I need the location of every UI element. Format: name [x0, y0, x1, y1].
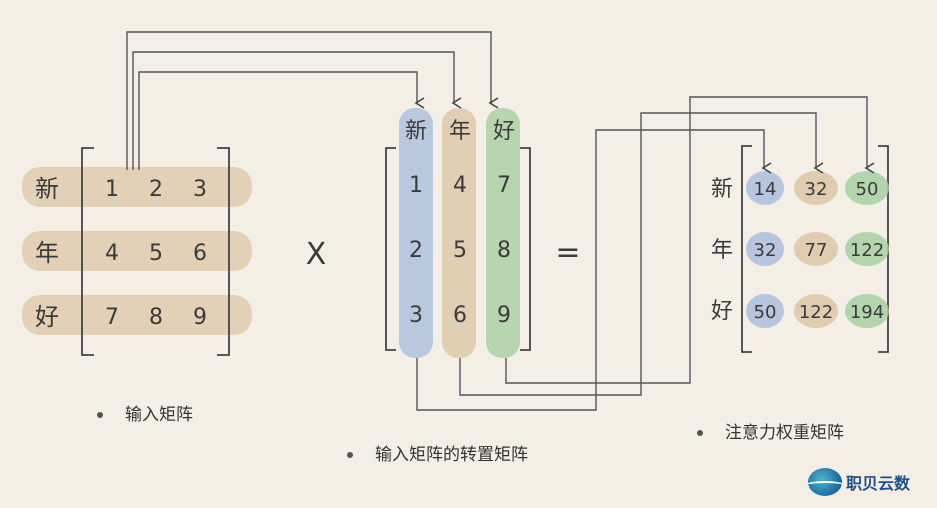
- input-row-label-3: 好: [35, 303, 59, 331]
- input-matrix-right-bracket: [217, 147, 230, 356]
- attention-cell: 14: [754, 179, 777, 200]
- attention-matrix-caption: 注意力权重矩阵: [697, 418, 844, 443]
- input-row-label-2: 年: [35, 239, 59, 267]
- attention-cell: 32: [754, 240, 777, 261]
- attention-cell-blob: [746, 171, 784, 205]
- transpose-cell: 8: [497, 238, 511, 263]
- attention-cell-blob: [794, 294, 838, 328]
- transpose-col-label-3: 好: [493, 119, 515, 144]
- input-cell: 4: [105, 241, 119, 266]
- transpose-cell: 2: [409, 238, 423, 263]
- transpose-cell: 1: [409, 173, 423, 198]
- attention-cell-blob: [845, 171, 889, 205]
- connector-col2-to-att2: [459, 112, 824, 396]
- transpose-col-label-2: 年: [449, 119, 471, 144]
- transpose-col-band-2: [442, 108, 476, 358]
- input-cell: 6: [193, 241, 207, 266]
- attention-cell: 194: [850, 302, 884, 323]
- transpose-cell: 4: [453, 173, 467, 198]
- attention-matrix-caption-text: 注意力权重矩阵: [725, 423, 844, 443]
- attention-cell: 122: [850, 240, 884, 261]
- transpose-col-label-1: 新: [405, 119, 427, 144]
- attention-cell: 50: [856, 179, 879, 200]
- transpose-cell: 3: [409, 303, 423, 328]
- input-cell: 8: [149, 305, 163, 330]
- bullet-icon: [97, 412, 103, 418]
- attention-cell-blob: [845, 294, 889, 328]
- input-cell: 3: [193, 177, 207, 202]
- attention-cell-blob: [794, 232, 838, 266]
- input-matrix: 新 年 好 1 2 3 4 5 6 7 8 9: [22, 147, 252, 356]
- connector-row2-to-col2: [132, 51, 462, 170]
- input-row-band-3: [22, 295, 252, 335]
- multiply-operator: X: [306, 237, 327, 272]
- attention-cell-blob: [746, 294, 784, 328]
- bullet-icon: [347, 452, 353, 458]
- attention-matrix: 新 年 好 14 32 50 32 77 122 50 122 194: [711, 145, 889, 353]
- transpose-cell: 6: [453, 303, 467, 328]
- transpose-to-attention-connectors: [416, 96, 875, 411]
- connector-row3-to-col3: [126, 31, 499, 170]
- input-row-label-1: 新: [35, 175, 59, 203]
- input-matrix-caption: 输入矩阵: [97, 400, 193, 425]
- attention-row-label-2: 年: [711, 238, 733, 263]
- connector-col1-to-att1: [416, 129, 772, 411]
- transpose-matrix: 新 年 好 1 2 3 4 5 6 7 8 9: [385, 108, 531, 358]
- attention-cell: 50: [754, 302, 777, 323]
- transpose-cell: 5: [453, 238, 467, 263]
- logo-text: 职贝云数: [846, 474, 911, 493]
- transpose-col-band-1: [399, 108, 433, 358]
- transpose-cell: 7: [497, 173, 511, 198]
- equals-operator: =: [555, 235, 580, 270]
- attention-cell: 122: [799, 302, 833, 323]
- brand-logo: 职贝云数: [808, 466, 910, 498]
- input-cell: 5: [149, 241, 163, 266]
- attention-cell: 77: [805, 240, 828, 261]
- transpose-col-band-3: [486, 108, 520, 358]
- attention-row-label-3: 好: [711, 299, 733, 324]
- logo-wave-icon: [808, 468, 842, 496]
- attention-cell-blob: [794, 171, 838, 205]
- attention-row-label-1: 新: [711, 177, 733, 202]
- connector-col3-to-att3: [505, 96, 875, 384]
- bullet-icon: [697, 430, 703, 436]
- input-cell: 9: [193, 305, 207, 330]
- attention-cell-blob: [746, 232, 784, 266]
- transpose-matrix-caption: 输入矩阵的转置矩阵: [347, 440, 528, 465]
- attention-cell-blob: [845, 232, 889, 266]
- input-matrix-caption-text: 输入矩阵: [125, 405, 193, 425]
- transpose-matrix-caption-text: 输入矩阵的转置矩阵: [375, 445, 528, 465]
- input-row-band-2: [22, 231, 252, 271]
- input-cell: 7: [105, 305, 119, 330]
- transpose-matrix-left-bracket: [385, 147, 396, 351]
- input-to-transpose-connectors: [126, 31, 499, 170]
- input-cell: 1: [105, 177, 119, 202]
- input-row-band-1: [22, 167, 252, 207]
- connector-row1-to-col1: [138, 71, 425, 170]
- input-matrix-left-bracket: [81, 147, 94, 356]
- input-cell: 2: [149, 177, 163, 202]
- transpose-cell: 9: [497, 303, 511, 328]
- attention-cell: 32: [805, 179, 828, 200]
- attention-matrix-left-bracket: [741, 145, 752, 353]
- transpose-matrix-right-bracket: [520, 147, 531, 351]
